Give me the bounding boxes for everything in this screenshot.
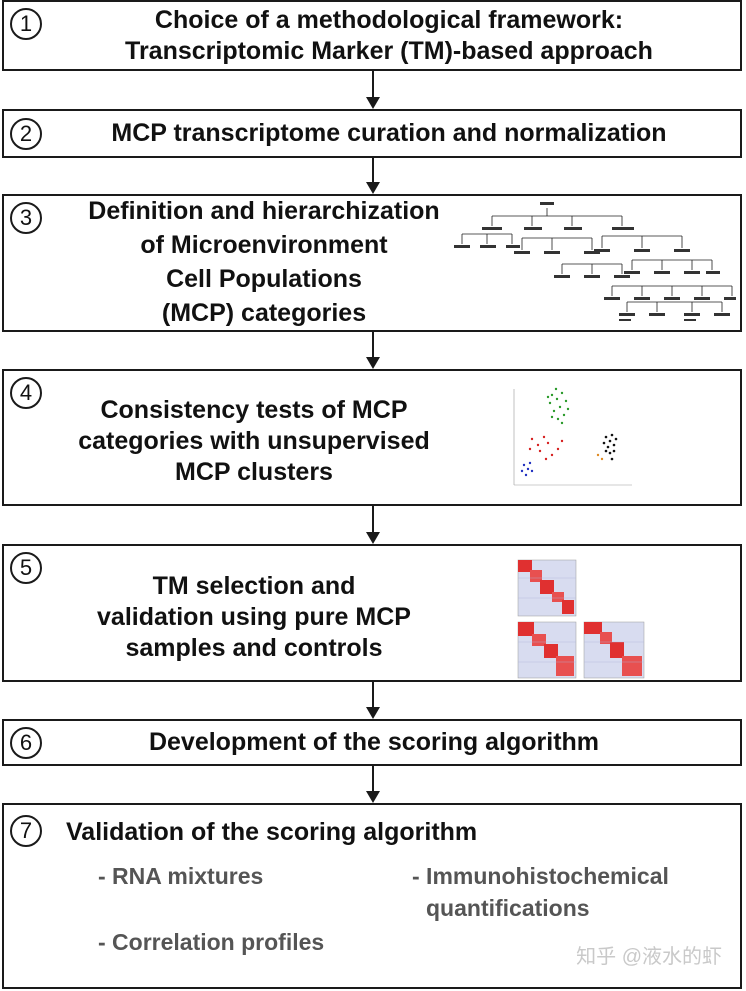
step-5-title: TM selection and validation using pure M…	[44, 571, 464, 664]
validation-item-rna-mixtures: - RNA mixtures	[98, 863, 264, 889]
step-6-number: 6	[10, 727, 42, 759]
step-1-line-2: Transcriptomic Marker (TM)-based approac…	[125, 37, 653, 65]
step-3-line-4: (MCP) categories	[161, 299, 367, 327]
step-3-line-2: of Microenvironment	[140, 231, 388, 259]
step-2-title: MCP transcriptome curation and normaliza…	[111, 119, 667, 147]
heatmap-thumbnail	[517, 559, 645, 679]
step-3-box: 3 Definition and hierarchization of Micr…	[2, 194, 742, 332]
step-7-title: Validation of the scoring algorithm	[66, 818, 478, 846]
cluster-scatter-thumbnail	[513, 387, 632, 486]
step-1-line-1: Choice of a methodological framework:	[154, 6, 624, 34]
step-5-line-3: samples and controls	[125, 634, 383, 662]
step-2-number: 2	[10, 118, 42, 150]
step-7-number: 7	[10, 815, 42, 847]
hierarchy-tree-thumbnail	[454, 202, 736, 321]
step-3-line-1: Definition and hierarchization	[88, 197, 440, 225]
step-3-title: Definition and hierarchization of Microe…	[44, 194, 484, 330]
step-1-box: 1 Choice of a methodological framework: …	[2, 0, 742, 71]
step-5-line-2: validation using pure MCP	[97, 603, 411, 631]
arrow-4-5	[363, 506, 383, 544]
step-5-number: 5	[10, 552, 42, 584]
step-5-line-1: TM selection and	[152, 572, 356, 600]
step-1-title: Choice of a methodological framework: Tr…	[44, 5, 734, 67]
step-5-box: 5 TM selection and validation using pure…	[2, 544, 742, 682]
arrow-2-3	[363, 158, 383, 194]
arrow-5-6	[363, 682, 383, 719]
step-4-title: Consistency tests of MCP categories with…	[44, 395, 464, 488]
step-3-number: 3	[10, 202, 42, 234]
step-2-box: 2 MCP transcriptome curation and normali…	[2, 109, 742, 158]
step-6-title: Development of the scoring algorithm	[148, 728, 600, 756]
watermark: 知乎 @液水的虾	[576, 946, 722, 968]
arrow-3-4	[363, 332, 383, 369]
step-4-line-1: Consistency tests of MCP	[100, 396, 408, 424]
arrow-6-7	[363, 766, 383, 803]
validation-item-correlation-profiles: - Correlation profiles	[98, 929, 325, 955]
step-4-number: 4	[10, 377, 42, 409]
validation-item-immunohistochemical: - Immunohistochemical	[412, 863, 669, 889]
step-4-line-2: categories with unsupervised	[78, 427, 430, 455]
step-4-box: 4 Consistency tests of MCP categories wi…	[2, 369, 742, 506]
arrow-1-2	[363, 71, 383, 109]
step-1-number: 1	[10, 8, 42, 40]
step-7-box: 7 Validation of the scoring algorithm - …	[2, 803, 742, 989]
validation-item-quantifications: quantifications	[426, 895, 590, 921]
step-4-line-3: MCP clusters	[175, 458, 333, 486]
step-6-box: 6 Development of the scoring algorithm	[2, 719, 742, 766]
step-3-line-3: Cell Populations	[166, 265, 362, 293]
